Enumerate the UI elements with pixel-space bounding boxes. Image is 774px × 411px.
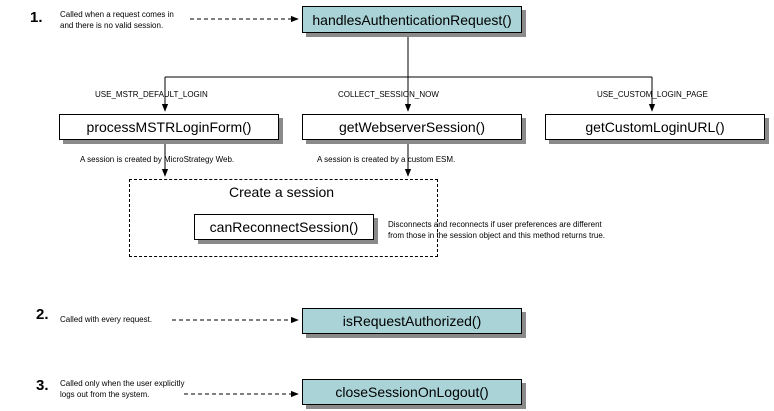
session-note: Disconnects and reconnects if user prefe… xyxy=(388,220,606,240)
step1-number: 1. xyxy=(30,9,43,26)
branch2-note: A session is created by a custom ESM. xyxy=(317,155,456,164)
step2-number: 2. xyxy=(36,306,49,323)
handles-authentication-request-box: handlesAuthenticationRequest() xyxy=(302,6,522,33)
get-custom-login-url-box: getCustomLoginURL() xyxy=(545,114,765,140)
branch1-note: A session is created by MicroStrategy We… xyxy=(80,155,235,164)
is-request-authorized-box: isRequestAuthorized() xyxy=(302,308,522,334)
step1-note: Called when a request comes in and there… xyxy=(60,10,174,30)
process-mstr-login-form-box: processMSTRLoginForm() xyxy=(59,114,279,140)
branch-label-collect-session: COLLECT_SESSION_NOW xyxy=(338,90,439,99)
create-session-title: Create a session xyxy=(229,184,335,200)
branch-label-default-login: USE_MSTR_DEFAULT_LOGIN xyxy=(95,90,208,99)
close-session-on-logout-box: closeSessionOnLogout() xyxy=(302,379,522,405)
step2-note: Called with every request. xyxy=(60,315,153,324)
step3-note: Called only when the user explicitly log… xyxy=(60,379,185,399)
branch-label-custom-login: USE_CUSTOM_LOGIN_PAGE xyxy=(597,90,708,99)
create-session-group xyxy=(129,179,438,257)
step3-number: 3. xyxy=(36,377,49,394)
can-reconnect-session-box: canReconnectSession() xyxy=(194,214,374,240)
get-webserver-session-box: getWebserverSession() xyxy=(302,114,522,140)
